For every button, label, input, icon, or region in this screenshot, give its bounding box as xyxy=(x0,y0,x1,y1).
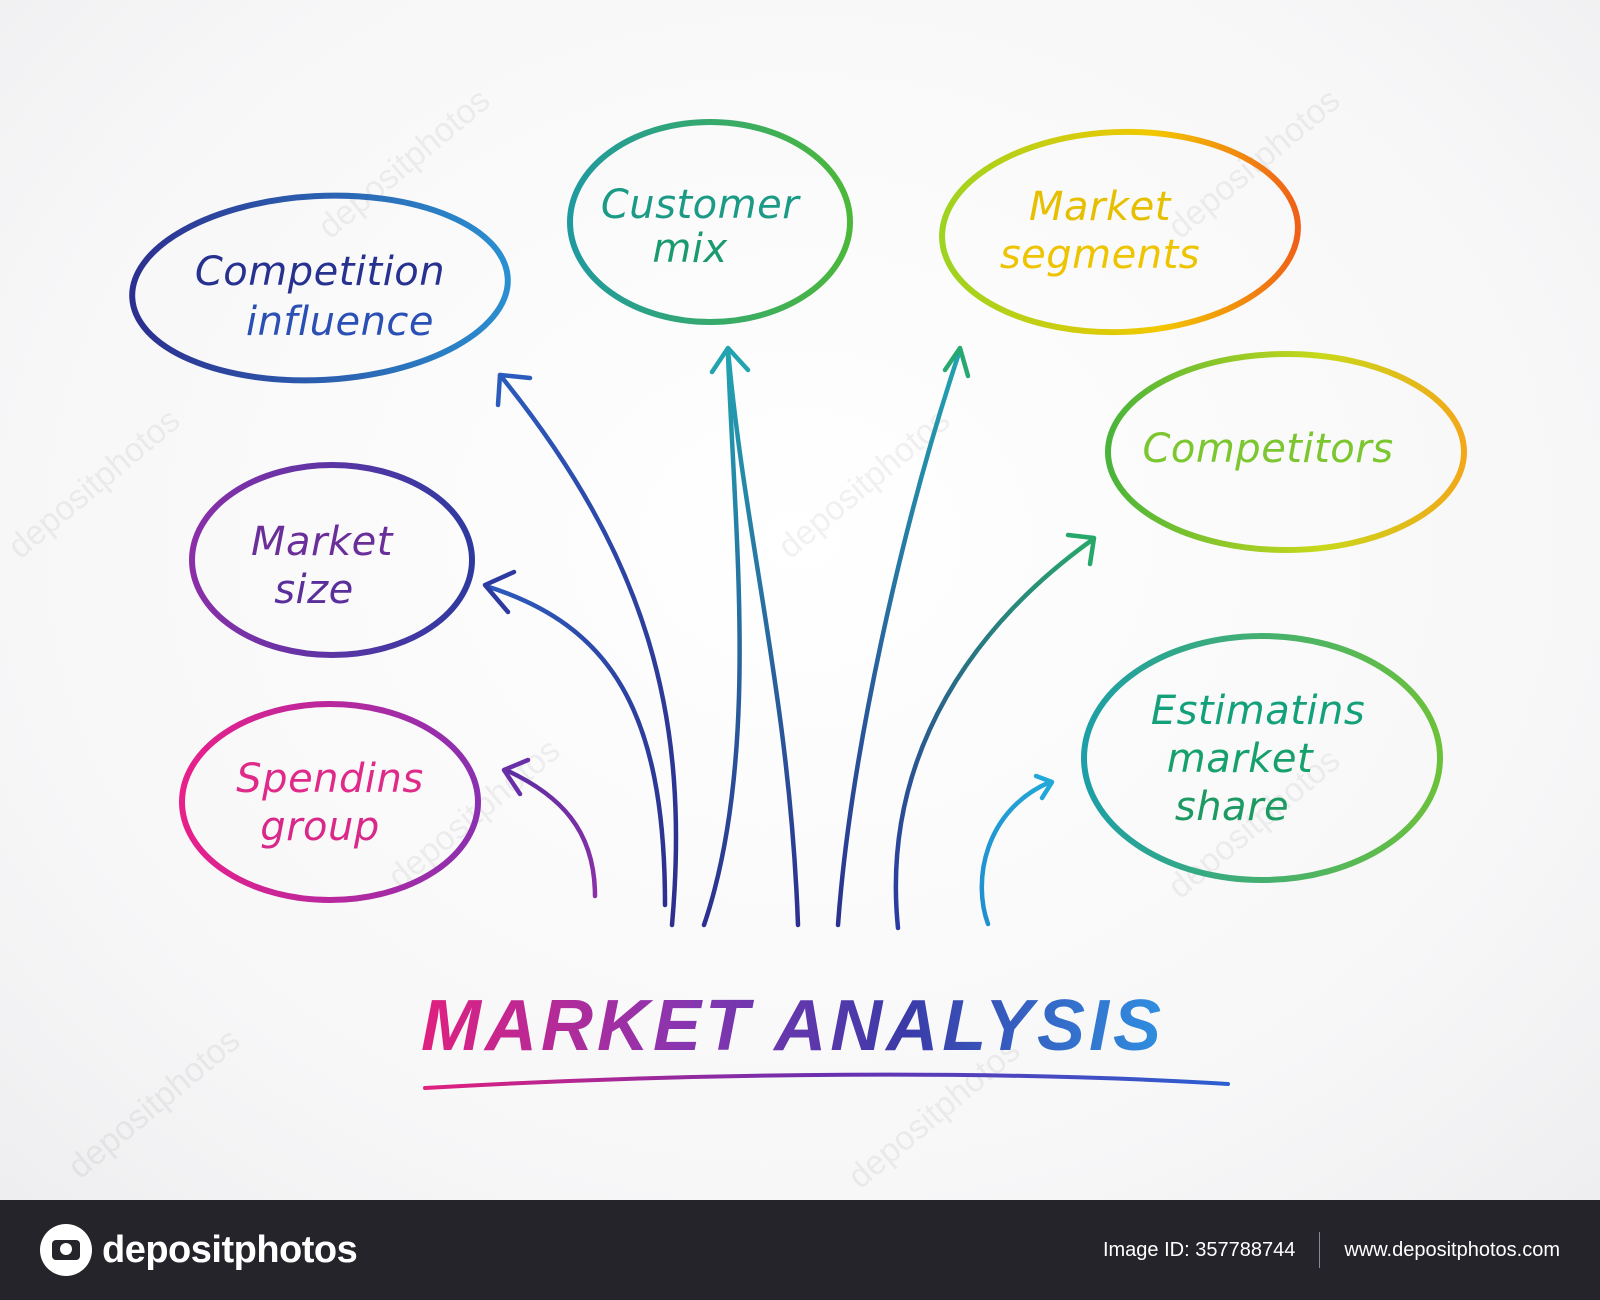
arrowhead-icon xyxy=(482,569,517,615)
node-competitors: Competitors xyxy=(1142,426,1393,472)
node-market-segments: Market segments xyxy=(1000,184,1200,278)
node-market-size: Market size xyxy=(251,519,394,613)
node-label-line3: share xyxy=(1175,784,1289,830)
arrowhead-icon xyxy=(709,345,751,375)
node-label-line1: Market xyxy=(1029,184,1172,230)
image-id-text: Image ID: 357788744 xyxy=(1102,1238,1296,1261)
mind-map-svg: depositphotos depositphotos depositphoto… xyxy=(1,81,1467,1196)
node-competition-influence: Competition influence xyxy=(195,249,445,345)
node-label-line1: Estimatins xyxy=(1151,688,1365,734)
node-oval-market-segments xyxy=(939,128,1301,336)
arrow-to-customer-mix xyxy=(725,347,801,928)
node-oval-competitors xyxy=(1105,351,1467,553)
footer-divider xyxy=(1319,1232,1321,1268)
title-underline xyxy=(423,1072,1230,1090)
diagram-canvas: depositphotos depositphotos depositphoto… xyxy=(0,0,1600,1200)
site-link[interactable]: www.depositphotos.com xyxy=(1344,1238,1560,1261)
node-label-line2: group xyxy=(260,804,380,850)
arrow-to-competition-influence xyxy=(497,372,679,928)
arrowhead-icon xyxy=(942,345,971,379)
node-label-line1: Customer xyxy=(601,182,801,228)
arrowhead-icon xyxy=(1033,773,1055,801)
node-spending-group: Spendins group xyxy=(236,756,423,850)
arrowhead-icon xyxy=(1065,532,1097,567)
brand-logo-text: depositphotos xyxy=(102,1228,358,1271)
arrow-to-market-size xyxy=(483,583,668,908)
node-label-line1: Market xyxy=(251,519,394,565)
node-label-line1: Spendins xyxy=(236,756,423,802)
node-label-line2: mix xyxy=(652,226,727,272)
diagram-title: MARKET ANALYSIS xyxy=(421,986,1165,1066)
arrow-to-estimating-market-share xyxy=(979,779,1053,927)
node-oval-market-size xyxy=(189,462,475,658)
brand-logo[interactable]: depositphotos xyxy=(40,1224,358,1276)
node-label-line2: influence xyxy=(246,299,434,345)
arrow-to-customer-mix-inner xyxy=(701,352,742,928)
arrowhead-icon xyxy=(495,372,533,408)
arrow-to-competitors xyxy=(893,537,1095,931)
arrow-to-market-segments xyxy=(835,347,963,928)
connector-arrows xyxy=(482,345,1097,931)
watermark-text: depositphotos xyxy=(311,81,498,246)
watermark-text: depositphotos xyxy=(771,401,958,566)
node-label-line2: market xyxy=(1167,736,1314,782)
node-estimating-market-share: Estimatins market share xyxy=(1151,688,1365,830)
node-label-line1: Competitors xyxy=(1142,426,1393,472)
camera-logo-icon xyxy=(40,1224,92,1276)
node-oval-customer-mix xyxy=(567,119,853,325)
arrowhead-icon xyxy=(501,757,531,797)
watermark-text: depositphotos xyxy=(1,401,188,566)
node-oval-estimating-market-share xyxy=(1081,633,1443,883)
node-oval-spending-group xyxy=(179,701,481,903)
watermark-text: depositphotos xyxy=(61,1021,248,1186)
node-oval-competition-influence xyxy=(129,192,511,384)
footer-bar: depositphotos Image ID: 357788744 www.de… xyxy=(0,1200,1600,1300)
node-label-line2: size xyxy=(274,567,354,613)
node-label-line2: segments xyxy=(1000,232,1200,278)
node-label-line1: Competition xyxy=(195,249,445,295)
node-customer-mix: Customer mix xyxy=(601,182,801,272)
arrow-to-spending-group xyxy=(503,767,598,899)
footer-info: Image ID: 357788744 www.depositphotos.co… xyxy=(1103,1232,1560,1268)
